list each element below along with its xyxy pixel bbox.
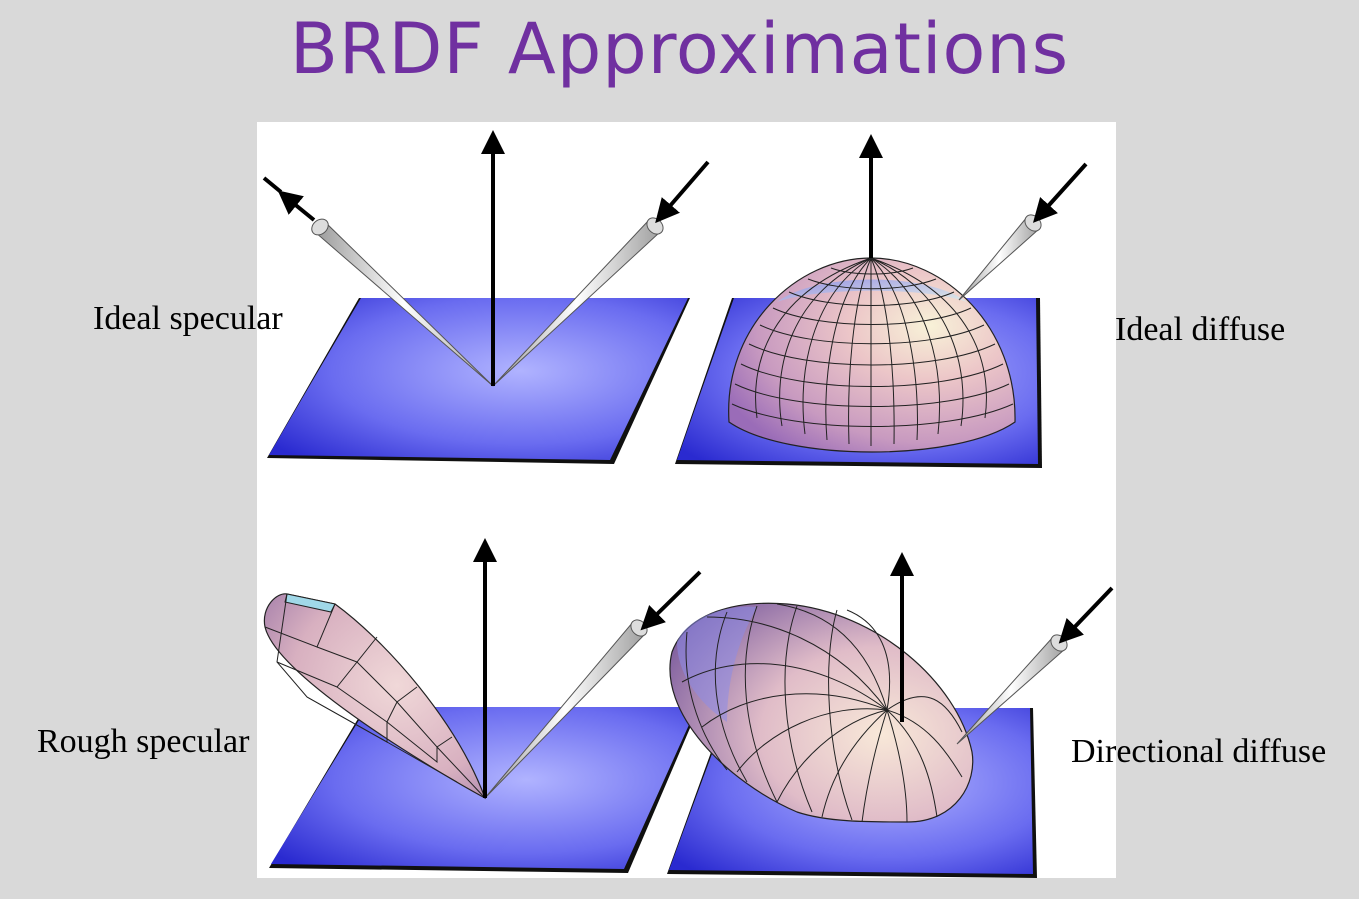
specular-lobe <box>263 593 487 800</box>
slide-title: BRDF Approximations <box>289 8 1070 90</box>
panel-ideal-specular <box>262 130 710 464</box>
incident-cone <box>958 216 1040 301</box>
panel-rough-specular <box>263 538 702 873</box>
directional-lobe <box>669 602 974 823</box>
incident-arrow <box>655 160 710 224</box>
label-directional-diffuse: Directional diffuse <box>1071 733 1327 770</box>
reflected-arrow <box>277 190 316 222</box>
label-ideal-specular: Ideal specular <box>93 300 283 337</box>
panel-ideal-diffuse <box>675 134 1088 468</box>
label-ideal-diffuse: Ideal diffuse <box>1115 311 1286 348</box>
brdf-diagram <box>262 130 1114 878</box>
brdf-figure <box>257 122 1116 878</box>
panel-directional-diffuse <box>667 552 1114 878</box>
diffuse-hemisphere <box>728 257 1016 453</box>
label-rough-specular: Rough specular <box>37 723 250 760</box>
incident-arrow <box>1058 586 1114 644</box>
incident-arrow <box>1032 162 1088 223</box>
surface-plane <box>269 298 688 460</box>
incident-arrow <box>640 570 702 631</box>
